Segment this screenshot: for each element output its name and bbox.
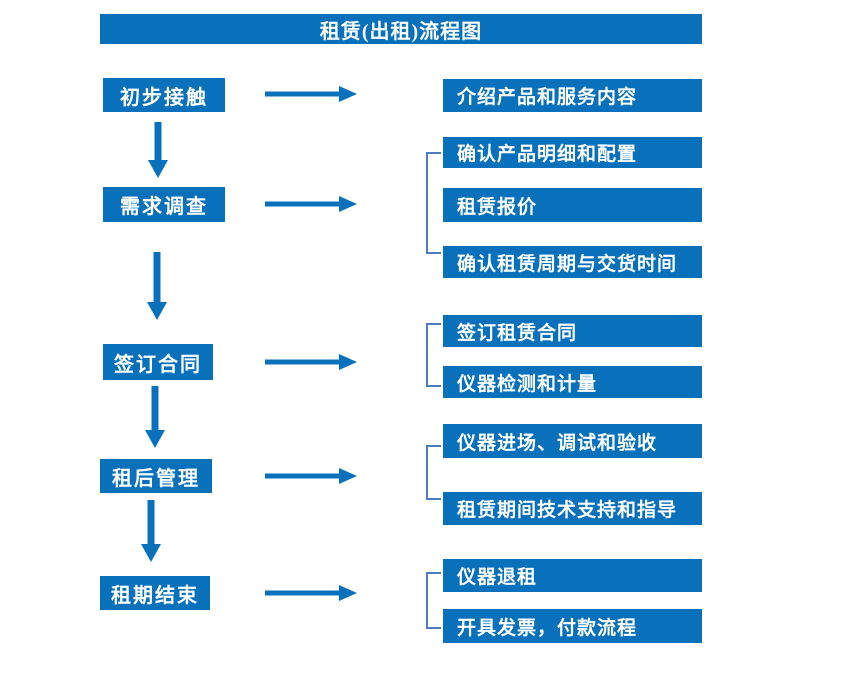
flowchart-title-bar: 租赁(出租)流程图 [100,14,702,44]
step-box-lease-end: 租期结束 [100,576,210,610]
bracket-group-5 [426,572,441,629]
output-box-confirm-product-details: 确认产品明细和配置 [443,137,702,168]
step-box-demand-survey: 需求调查 [103,187,225,222]
step-box-post-rental-management: 租后管理 [100,459,212,493]
bracket-group-2 [426,152,441,254]
output-box-introduce-products-services: 介绍产品和服务内容 [443,79,702,112]
output-box-technical-support-guidance: 租赁期间技术支持和指导 [443,492,702,525]
output-box-confirm-rental-period-delivery: 确认租赁周期与交货时间 [443,246,702,278]
arrow-right-1 [265,86,357,102]
output-box-sign-rental-contract: 签订租赁合同 [443,315,702,347]
flowchart-title: 租赁(出租)流程图 [319,20,483,43]
output-box-invoice-payment-process: 开具发票，付款流程 [443,609,702,643]
arrow-down-3 [145,386,165,448]
output-box-instrument-return: 仪器退租 [443,559,702,592]
arrow-right-3 [265,354,357,370]
arrow-right-5 [265,585,357,601]
bracket-group-3 [426,323,441,387]
arrow-right-4 [265,468,357,484]
output-box-rental-quotation: 租赁报价 [443,188,702,222]
output-box-instrument-entry-debug-acceptance: 仪器进场、调试和验收 [443,424,702,458]
step-box-initial-contact: 初步接触 [103,78,225,112]
arrow-down-1 [148,122,168,178]
arrow-down-4 [141,500,161,562]
step-box-sign-contract: 签订合同 [103,344,213,380]
output-box-instrument-testing-metering: 仪器检测和计量 [443,366,702,398]
bracket-group-4 [426,445,441,500]
arrow-right-2 [265,196,357,212]
arrow-down-2 [147,252,167,320]
